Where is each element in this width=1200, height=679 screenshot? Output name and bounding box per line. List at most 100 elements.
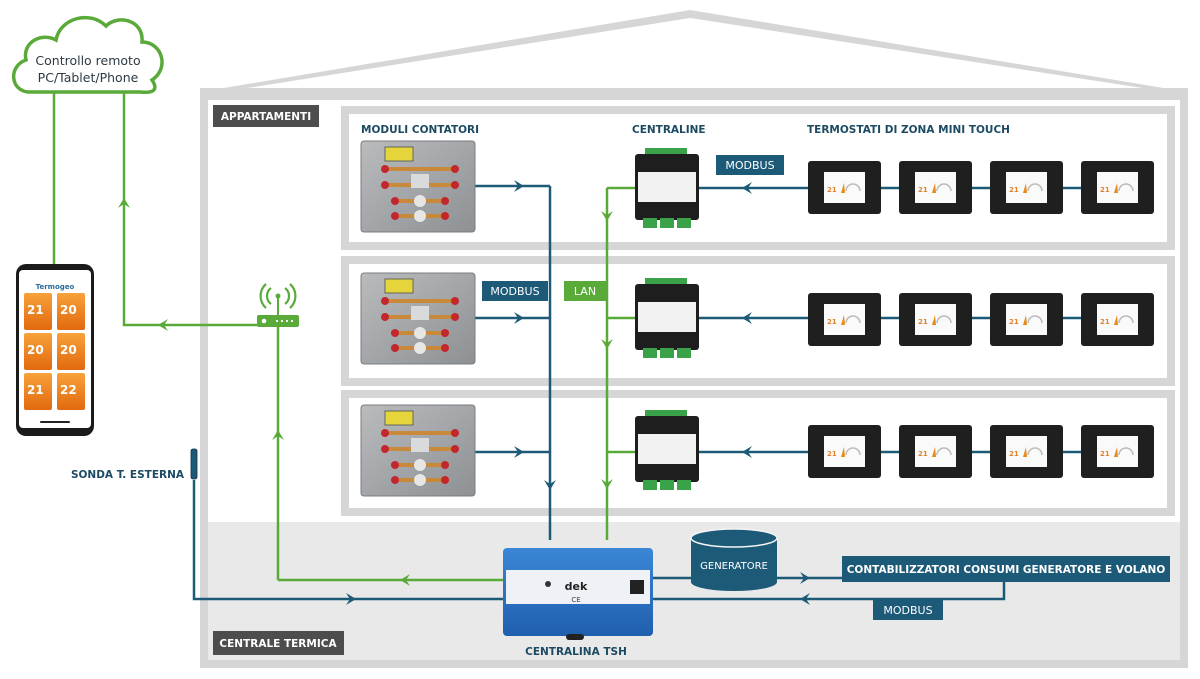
thermostat-mini-touch: 21	[1081, 293, 1154, 346]
lan-tag: LAN	[564, 281, 606, 301]
generator: GENERATORE	[690, 528, 778, 591]
thermostat-temp: 21	[827, 318, 837, 326]
modbus-arrows	[346, 180, 810, 605]
thermostat-temp: 21	[1100, 318, 1110, 326]
modbus-tag-bottom-label: MODBUS	[883, 604, 932, 617]
modbus-tag-mid: MODBUS	[482, 281, 548, 301]
thermostat-screen	[824, 172, 865, 203]
consumption-meters-tag: CONTABILIZZATORI CONSUMI GENERATORE E VO…	[842, 556, 1170, 582]
arrow-right-icon	[346, 593, 356, 605]
zone-tile	[24, 373, 52, 410]
thermostat-gauge	[936, 183, 952, 192]
thermostat-temp: 21	[918, 186, 928, 194]
thermostat-mini-touch: 21	[990, 293, 1063, 346]
thermostat-temp: 21	[1009, 186, 1019, 194]
zone-temp: 22	[60, 383, 77, 397]
thermostat-gauge	[845, 447, 861, 456]
zone-controller	[635, 278, 699, 358]
hub-brand: dek	[565, 580, 588, 593]
generator-label: GENERATORE	[700, 561, 768, 572]
flame-icon	[932, 315, 936, 325]
thermostat-gauge	[1027, 447, 1043, 456]
thermostat-mini-touch: 21	[808, 161, 881, 214]
outdoor-sensor: SONDA T. ESTERNA	[71, 448, 198, 481]
arrow-left-icon	[742, 182, 752, 194]
thermostat-gauge	[1118, 183, 1134, 192]
thermostat-gauge	[1118, 447, 1134, 456]
thermostats-header: TERMOSTATI DI ZONA MINI TOUCH	[807, 124, 1010, 136]
thermostat-gauge	[1118, 315, 1134, 324]
flame-icon	[1023, 183, 1027, 193]
thermostat-temp: 21	[1009, 318, 1019, 326]
thermostat-screen	[824, 436, 865, 467]
flame-icon	[841, 315, 845, 325]
arrow-up-icon	[272, 430, 284, 440]
arrow-down-icon	[601, 211, 613, 221]
wifi-router	[257, 283, 299, 327]
apartments-label: APPARTAMENTI	[221, 111, 311, 123]
zone-controller	[635, 148, 699, 228]
thermostat-grid: 21 21 21 21 21 21 21 21 21 21 21 21	[808, 161, 1154, 478]
hub-label-panel	[506, 570, 650, 604]
thermostat-screen	[1097, 172, 1138, 203]
zone-tile	[57, 373, 85, 410]
qr-code-icon	[630, 580, 644, 594]
arrow-left-icon	[158, 319, 168, 331]
thermostat-mini-touch: 21	[990, 161, 1063, 214]
central-hub-tsh: dek CE CENTRALINA TSH	[503, 548, 653, 658]
section-tag-plant-room: CENTRALE TERMICA	[213, 631, 344, 655]
thermostat-screen	[915, 304, 956, 335]
arrow-down-icon	[601, 339, 613, 349]
thermostat-temp: 21	[1100, 186, 1110, 194]
thermostat-gauge	[845, 183, 861, 192]
thermostat-screen	[1006, 304, 1047, 335]
thermostat-temp: 21	[827, 186, 837, 194]
thermostat-temp: 21	[827, 450, 837, 458]
arrow-left-icon	[400, 574, 410, 586]
zone-temp: 20	[27, 343, 44, 357]
thermostat-gauge	[845, 315, 861, 324]
arrow-right-icon	[800, 572, 810, 584]
thermostat-mini-touch: 21	[899, 293, 972, 346]
flame-icon	[932, 183, 936, 193]
arrow-left-icon	[800, 593, 810, 605]
zone-temp: 20	[60, 343, 77, 357]
flame-icon	[1114, 447, 1118, 457]
thermostat-temp: 21	[1009, 450, 1019, 458]
thermostat-temp: 21	[918, 318, 928, 326]
thermostat-temp: 21	[918, 450, 928, 458]
zone-tile	[24, 333, 52, 370]
thermostat-screen	[1097, 304, 1138, 335]
cloud-line-1: Controllo remoto	[35, 53, 140, 68]
thermostat-gauge	[936, 447, 952, 456]
section-tag-apartments: APPARTAMENTI	[213, 105, 319, 127]
plant-room-label: CENTRALE TERMICA	[219, 638, 337, 650]
flame-icon	[1114, 183, 1118, 193]
thermostat-mini-touch: 21	[1081, 161, 1154, 214]
thermostat-screen	[915, 436, 956, 467]
thermostat-gauge	[1027, 183, 1043, 192]
controllers-header: CENTRALINE	[632, 124, 706, 136]
modbus-tag-mid-label: MODBUS	[490, 285, 539, 298]
arrow-left-icon	[742, 312, 752, 324]
thermostat-screen	[1006, 172, 1047, 203]
thermostat-mini-touch: 21	[990, 425, 1063, 478]
wifi-signal-icon	[259, 283, 297, 309]
thermostat-mini-touch: 21	[1081, 425, 1154, 478]
arrow-left-icon	[742, 446, 752, 458]
zone-tile	[57, 293, 85, 330]
thermostat-mini-touch: 21	[808, 425, 881, 478]
arrow-right-icon	[514, 312, 524, 324]
thermostat-mini-touch: 21	[899, 425, 972, 478]
phone-app-brand: Termogeo	[36, 283, 75, 291]
arrow-down-icon	[544, 480, 556, 490]
zone-temp: 20	[60, 303, 77, 317]
lan-arrows	[118, 198, 613, 586]
flame-icon	[841, 183, 845, 193]
hub-ce-mark: CE	[571, 596, 580, 604]
meter-module	[360, 404, 476, 497]
sensor-probe-icon	[190, 448, 198, 480]
flame-icon	[1023, 447, 1027, 457]
lan-connections	[52, 92, 635, 582]
